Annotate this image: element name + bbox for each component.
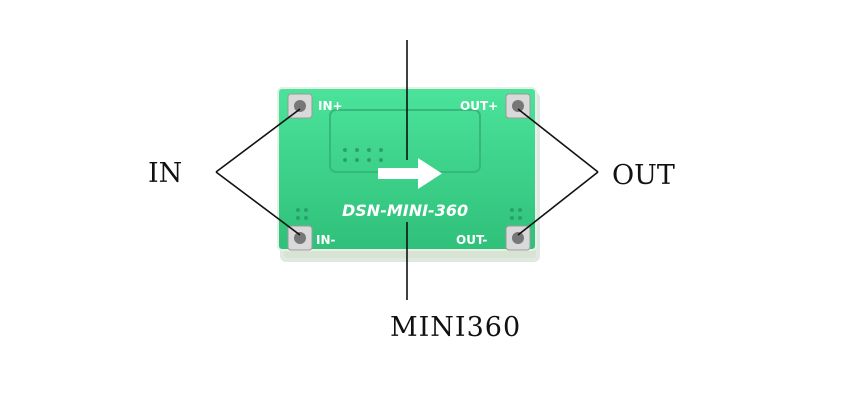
callout-in: IN: [148, 158, 182, 189]
callout-mini360: MINI360: [390, 312, 521, 343]
pad-label-in-plus: IN+: [318, 99, 343, 113]
pad-out-minus: [505, 225, 531, 251]
callout-out: OUT: [612, 160, 675, 191]
pad-in-minus: [287, 225, 313, 251]
pad-label-out-plus: OUT+: [460, 99, 498, 113]
via-dots: [296, 148, 522, 220]
pad-label-in-minus: IN-: [316, 233, 336, 247]
leader-lines: [215, 40, 599, 300]
pad-label-out-minus: OUT-: [456, 233, 487, 247]
pad-in-plus: [287, 93, 313, 119]
direction-arrow-icon: [378, 158, 442, 189]
board-model-label: DSN-MINI-360: [342, 201, 468, 220]
pad-out-plus: [505, 93, 531, 119]
